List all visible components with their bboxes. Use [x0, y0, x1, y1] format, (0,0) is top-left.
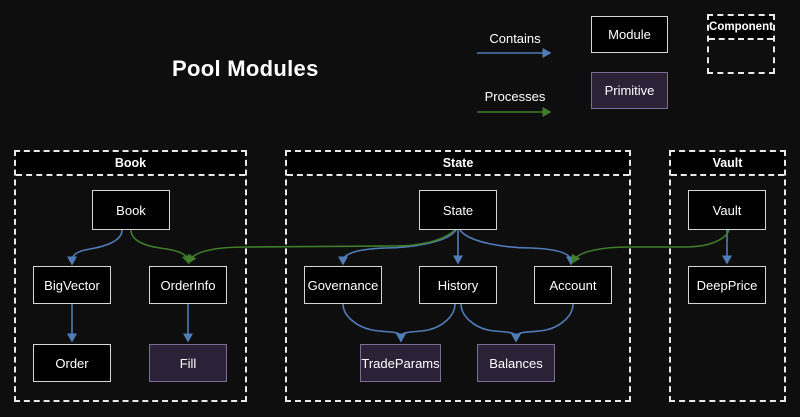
- legend-primitive-label: Primitive: [604, 83, 655, 98]
- node-bigvector-label: BigVector: [44, 277, 100, 293]
- node-book-label: Book: [116, 202, 146, 218]
- legend-component-label: Component: [709, 16, 773, 40]
- node-book: Book: [92, 190, 170, 230]
- node-account-label: Account: [549, 277, 597, 293]
- legend-primitive-box: Primitive: [591, 72, 668, 109]
- node-balances: Balances: [477, 344, 555, 382]
- page-title: Pool Modules: [172, 56, 319, 81]
- legend-component-box: Component: [707, 14, 775, 74]
- node-order: Order: [33, 344, 111, 382]
- node-history-label: History: [437, 277, 479, 293]
- node-orderinfo-label: OrderInfo: [160, 277, 216, 293]
- legend-module-label: Module: [608, 27, 651, 42]
- state-container: State: [285, 150, 631, 402]
- legend-processes-label: Processes: [484, 89, 546, 104]
- node-balances-label: Balances: [489, 355, 543, 371]
- node-vault: Vault: [688, 190, 766, 230]
- node-history: History: [419, 266, 497, 304]
- node-state-label: State: [442, 202, 474, 218]
- book-container: Book: [14, 150, 247, 402]
- node-governance: Governance: [304, 266, 382, 304]
- node-deepprice: DeepPrice: [688, 266, 766, 304]
- node-orderinfo: OrderInfo: [149, 266, 227, 304]
- legend-contains-label: Contains: [489, 31, 541, 46]
- legend-module-box: Module: [591, 16, 668, 53]
- node-state: State: [419, 190, 497, 230]
- node-bigvector: BigVector: [33, 266, 111, 304]
- node-vault-label: Vault: [712, 202, 742, 218]
- node-tradeparams-label: TradeParams: [361, 355, 440, 371]
- node-deepprice-label: DeepPrice: [696, 277, 758, 293]
- vault-container: Vault: [669, 150, 786, 402]
- node-tradeparams: TradeParams: [360, 344, 441, 382]
- node-fill-label: Fill: [179, 355, 197, 371]
- node-governance-label: Governance: [307, 277, 379, 293]
- state-container-title: State: [287, 152, 629, 176]
- node-order-label: Order: [55, 355, 89, 371]
- vault-container-title: Vault: [671, 152, 784, 176]
- book-container-title: Book: [16, 152, 245, 176]
- node-account: Account: [534, 266, 612, 304]
- node-fill: Fill: [149, 344, 227, 382]
